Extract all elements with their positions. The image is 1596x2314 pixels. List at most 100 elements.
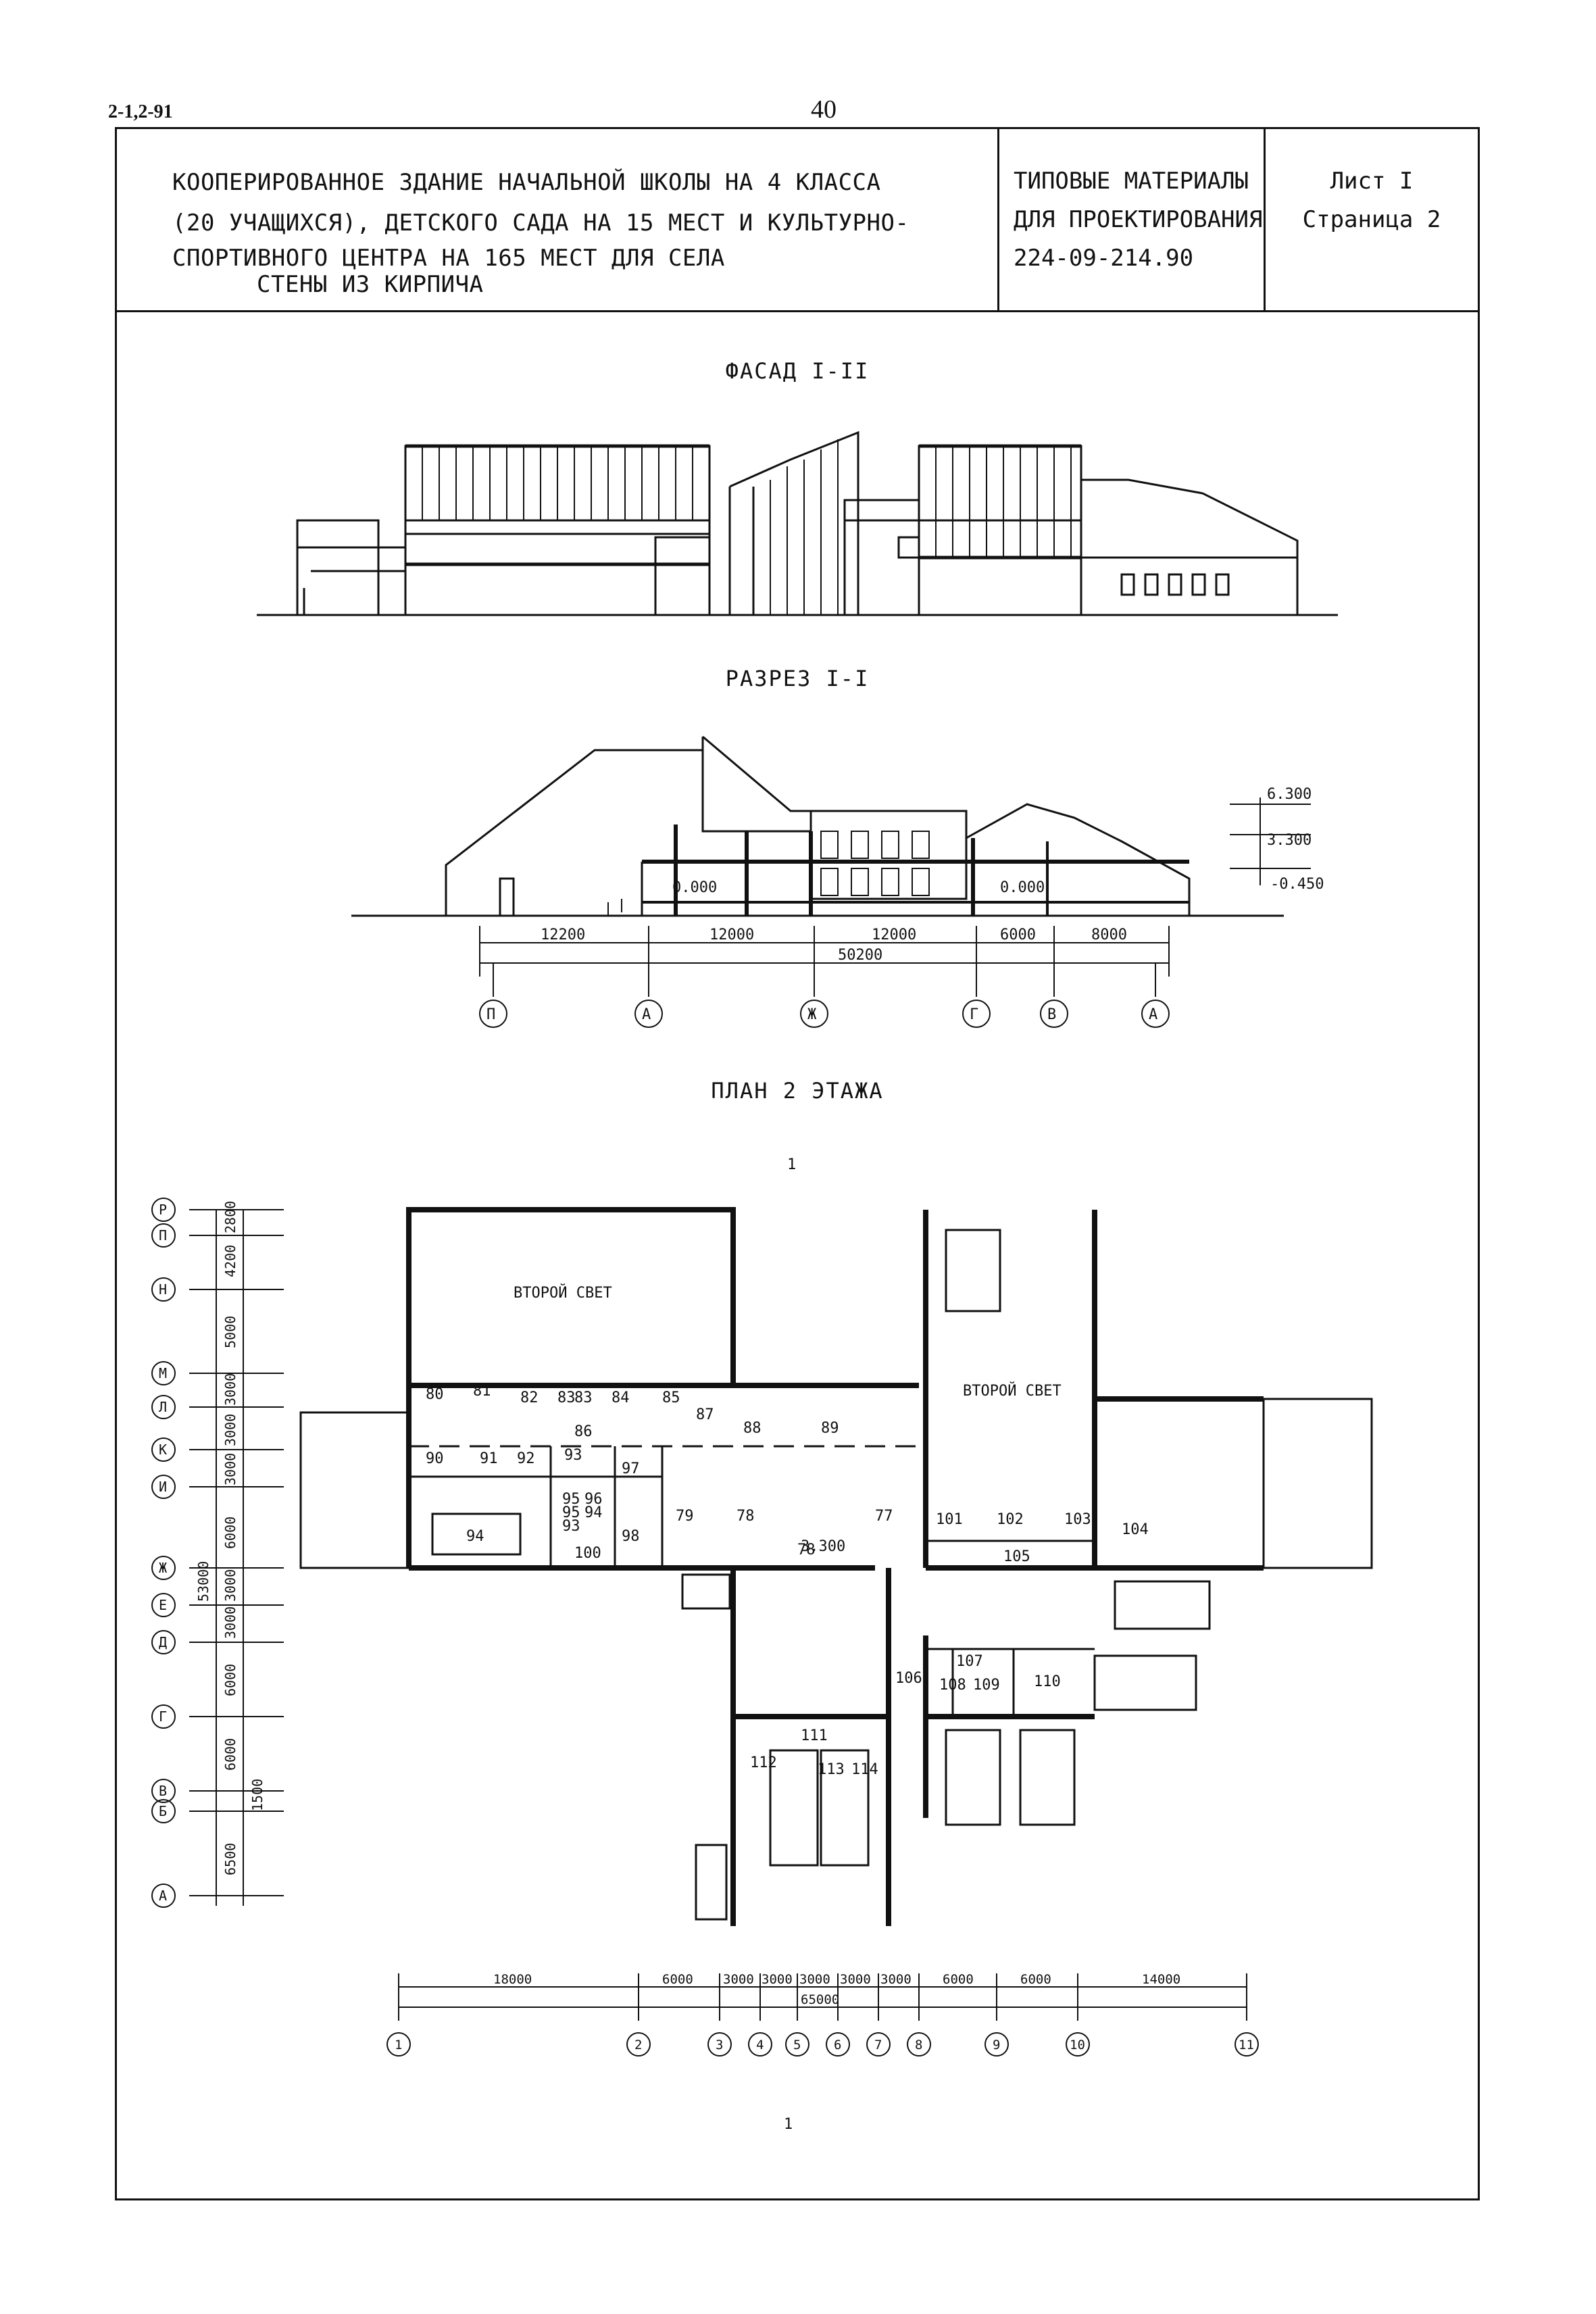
dimension: 3000 [762,1972,793,1987]
dimension: 5000 [222,1316,239,1348]
room-number: 82 [520,1389,539,1406]
room-number: 100 [574,1545,601,1562]
dimension: 3000 [222,1606,239,1639]
axis-label: Г [159,1708,167,1725]
second-light-label: ВТОРОЙ СВЕТ [514,1284,612,1302]
facade-drawing [257,430,1338,616]
dimension: 6000 [222,1738,239,1771]
room-number: 108 [939,1677,966,1694]
floor-plan-drawing: Р П Н М Л К И Ж Е Д Г В Б А 2800 4200 50… [151,1156,1373,2133]
room-number: 112 [750,1754,777,1771]
dimension: 3000 [880,1972,912,1987]
plan-title: ПЛАН 2 ЭТАЖА [711,1078,884,1104]
section-drawing: 6.300 3.300 -0.450 0.000 0.000 12200 120… [351,735,1324,1028]
axis-label: Д [159,1634,167,1650]
axis-label: Р [159,1202,167,1218]
axis-label: И [159,1479,167,1495]
axis-label: К [159,1442,167,1458]
axis-label: В [1047,1006,1056,1023]
axis-label: Л [159,1399,167,1415]
axis-label: 3 [716,2038,723,2052]
room-number: 91 [480,1450,498,1467]
dimension: 8000 [1091,927,1127,943]
materials-line: ТИПОВЫЕ МАТЕРИАЛЫ [1014,168,1249,195]
facade-title: ФАСАД I-II [725,358,870,384]
room-number: 78 [737,1508,755,1525]
axis-label: А [642,1006,651,1023]
dimension: 14000 [1142,1972,1180,1987]
dimension: 4200 [222,1245,239,1277]
project-title: КООПЕРИРОВАННОЕ ЗДАНИЕ НАЧАЛЬНОЙ ШКОЛЫ Н… [172,162,1051,296]
axis-label: 7 [874,2038,882,2052]
room-number: 93 [562,1518,580,1535]
room-number: 90 [426,1450,444,1467]
level-mark: 3.300 [801,1538,845,1555]
room-number: 83 [574,1389,593,1406]
title-line: КООПЕРИРОВАННОЕ ЗДАНИЕ НАЧАЛЬНОЙ ШКОЛЫ Н… [172,169,881,196]
room-number: 114 [851,1761,878,1778]
dimension: 6000 [943,1972,974,1987]
room-number: 105 [1003,1548,1030,1565]
room-number: 86 [574,1423,593,1440]
level-mark: -0.450 [1270,876,1324,893]
axis-label: А [1149,1006,1157,1023]
cut-mark: 1 [784,2116,793,2133]
level-mark: 6.300 [1267,786,1312,803]
title-line: СТЕНЫ ИЗ КИРПИЧА [257,271,484,298]
dimension: 6000 [222,1664,239,1696]
room-number: 81 [473,1383,491,1400]
drawing-frame [115,127,1480,2200]
sheet-number: Лист I [1330,168,1414,195]
room-number: 101 [936,1511,963,1528]
room-number: 107 [956,1653,983,1670]
room-number: 104 [1122,1521,1149,1538]
second-light-label: ВТОРОЙ СВЕТ [963,1382,1062,1400]
materials-line: ДЛЯ ПРОЕКТИРОВАНИЯ [1014,206,1263,233]
axis-label: 6 [834,2038,841,2052]
room-number: 87 [696,1406,714,1423]
dimension: 3000 [222,1569,239,1602]
room-number: 111 [801,1727,828,1744]
axis-label: 8 [915,2038,922,2052]
dimension: 18000 [493,1972,532,1987]
dimension: 1500 [249,1779,266,1811]
title-block: КООПЕРИРОВАННОЕ ЗДАНИЕ НАЧАЛЬНОЙ ШКОЛЫ Н… [115,127,1480,312]
title-line: (20 УЧАЩИХСЯ), ДЕТСКОГО САДА НА 15 МЕСТ … [172,210,909,237]
axis-label: 10 [1070,2038,1085,2052]
axis-label: А [159,1888,167,1904]
dimension: 6000 [1020,1972,1051,1987]
axis-label: 4 [756,2038,764,2052]
dimension: 2800 [222,1201,239,1233]
room-number: 97 [622,1460,640,1477]
room-number: 110 [1034,1673,1061,1690]
axis-label: Ж [159,1560,167,1576]
dimension-total: 50200 [838,947,882,964]
floor-mark: 0.000 [672,879,717,896]
axis-label: П [487,1006,495,1023]
dimension: 6500 [222,1843,239,1875]
page-number: 40 [811,95,837,124]
room-number: 113 [818,1761,845,1778]
axis-label: Ж [807,1006,817,1023]
room-number: 102 [997,1511,1024,1528]
room-number: 88 [743,1420,762,1437]
level-mark: 3.300 [1267,832,1312,849]
section-title: РАЗРЕЗ I-I [725,666,870,691]
room-number: 95 [562,1491,580,1508]
room-number: 96 [584,1491,603,1508]
dimension: 3000 [799,1972,830,1987]
axis-label: 11 [1239,2038,1254,2052]
axis-label: 5 [793,2038,801,2052]
axis-label: В [159,1783,167,1799]
title-divider [997,127,999,310]
room-number: 103 [1064,1511,1091,1528]
floor-mark: 0.000 [1000,879,1045,896]
dimension: 6000 [1000,927,1036,943]
room-number: 77 [875,1508,893,1525]
axis-label: Е [159,1597,167,1613]
room-number: 89 [821,1420,839,1437]
dimension: 6000 [662,1972,693,1987]
axis-label: П [159,1227,167,1244]
room-number: 83 [557,1389,576,1406]
axis-label: Н [159,1281,167,1298]
